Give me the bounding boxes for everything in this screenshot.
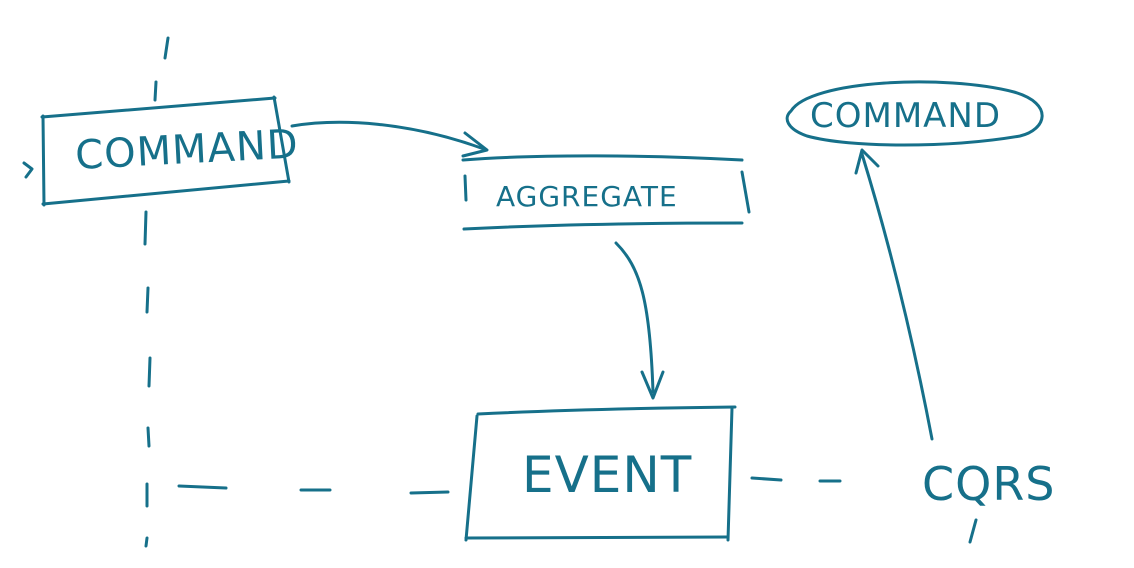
- aggregate-label: AGGREGATE: [496, 180, 678, 213]
- command-left-node: COMMAND: [40, 95, 300, 207]
- bottom-dashed-divider: [177, 476, 842, 495]
- aggregate-node: AGGREGATE: [461, 154, 751, 231]
- command-left-label: COMMAND: [74, 121, 300, 179]
- left-incoming-arrow-tip: [22, 161, 34, 179]
- command-right-label: COMMAND: [810, 96, 1001, 136]
- command-right-node: COMMAND: [785, 80, 1044, 147]
- left-dashed-divider: [143, 36, 170, 548]
- cqrs-node: CQRS: [922, 457, 1056, 544]
- aggregate-to-event-arrow: [614, 241, 665, 400]
- cqrs-label: CQRS: [922, 457, 1056, 511]
- cqrs-to-command-arrow: [854, 148, 934, 441]
- command-to-aggregate-arrow: [290, 120, 489, 158]
- event-node: EVENT: [464, 405, 737, 542]
- event-label: EVENT: [522, 446, 692, 504]
